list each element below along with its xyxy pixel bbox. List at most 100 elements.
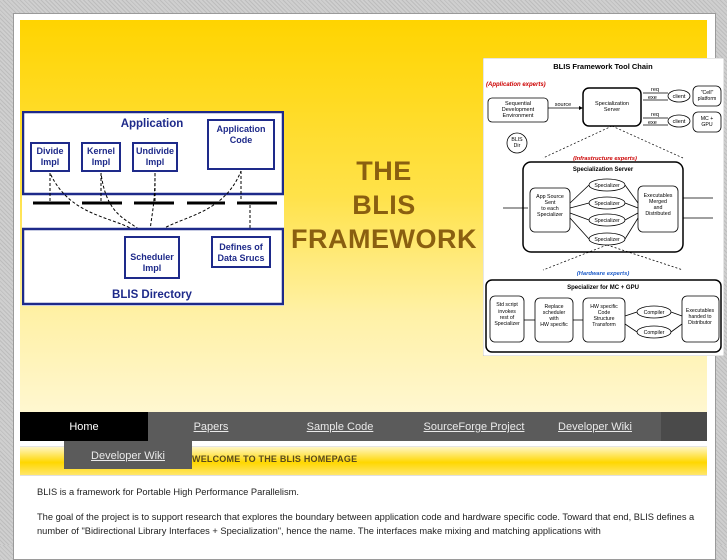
cell-line2: platform: [698, 96, 717, 102]
hw-specific-line3: Structure: [593, 316, 614, 322]
main-content: BLIS is a framework for Portable High Pe…: [37, 485, 697, 549]
std-script-line3: rest of: [500, 315, 515, 321]
blis-dir-line2: Dir: [514, 143, 521, 149]
divide-impl-line1: Divide: [36, 146, 63, 156]
seq-env-line1: Sequential: [505, 101, 531, 107]
divide-impl-line2: Impl: [41, 157, 60, 167]
goal-paragraph: The goal of the project is to support re…: [37, 512, 695, 536]
exec-handed-line1: Executables: [686, 308, 715, 314]
exe2-label: exe: [648, 120, 657, 126]
compiler-1: Compiler: [644, 310, 665, 316]
banner-title-line-1: THE: [356, 156, 412, 186]
std-script-line4: Specializer: [494, 321, 520, 327]
seq-env-line2: Development: [502, 107, 535, 113]
client1-label: client: [673, 94, 686, 100]
req2-label: req: [651, 112, 659, 118]
std-script-line2: invokes: [498, 309, 516, 315]
replace-line4: HW specific: [540, 322, 568, 328]
app-experts-label: (Application experts): [486, 82, 546, 88]
nav-developer-wiki[interactable]: Developer Wiki: [558, 421, 632, 433]
mcgpu-platform-label: MC +GPU: [701, 116, 714, 128]
hw-specific-line1: HW specific: [590, 304, 618, 310]
intro-paragraph: BLIS is a framework for Portable High Pe…: [37, 487, 299, 497]
nav-sample-code[interactable]: Sample Code: [306, 421, 374, 433]
defines-line1: Defines of: [219, 242, 264, 252]
client2-label: client: [673, 119, 686, 125]
app-code-line1: Application: [217, 124, 266, 134]
app-source-line1: App Source: [536, 194, 564, 200]
defines-line2: Data Srucs: [217, 253, 264, 263]
executables-line1: Executables: [644, 193, 673, 199]
compiler-2: Compiler: [644, 330, 665, 336]
nav-home[interactable]: Home: [20, 412, 148, 441]
blis-directory-title: BLIS Directory: [112, 289, 192, 301]
std-script-line1: Std script: [496, 302, 518, 308]
banner-title-line-3: FRAMEWORK: [291, 224, 477, 254]
nav-papers[interactable]: Papers: [193, 421, 229, 433]
source-label: source: [555, 102, 572, 108]
spec-server-big-label: Specialization Server: [573, 167, 634, 173]
blis-dir-line1: BLIS: [511, 137, 523, 143]
cell-platform-label: "Cell"platform: [698, 90, 717, 102]
app-source-line4: Specializer: [537, 212, 563, 218]
executables-line2: Merged: [649, 199, 667, 205]
seq-env-line3: Environment: [503, 113, 534, 119]
mcgpu-line1: MC +: [701, 116, 714, 122]
hw-specific-line2: Code: [598, 310, 611, 316]
exec-handed-line2: handed to: [688, 314, 711, 320]
hw-specific-line4: Transform: [592, 322, 615, 328]
app-source-line3: to each: [541, 206, 558, 212]
banner-title-line-2: BLIS: [352, 190, 416, 220]
cell-line1: "Cell": [701, 90, 714, 96]
banner-title: THE BLIS FRAMEWORK: [288, 154, 480, 256]
req1-label: req: [651, 87, 659, 93]
mcgpu-line2: GPU: [701, 122, 712, 128]
spec-server-line1: Specialization: [595, 101, 629, 107]
replace-line3: with: [549, 316, 558, 322]
hw-experts-label: (Hardware experts): [577, 271, 630, 277]
specializer-4: Specializer: [594, 237, 620, 243]
specializer-3: Specializer: [594, 218, 620, 224]
specializer-1: Specializer: [594, 183, 620, 189]
exec-handed-line3: Distributor: [688, 320, 712, 326]
undivide-impl-line2: Impl: [146, 157, 165, 167]
kernel-impl-line2: Impl: [92, 157, 111, 167]
app-code-line2: Code: [230, 135, 253, 145]
dropdown-developer-wiki[interactable]: Developer Wiki: [64, 441, 192, 469]
nav-sourceforge[interactable]: SourceForge Project: [423, 421, 525, 433]
scheduler-line2: Impl: [143, 263, 162, 273]
kernel-impl-line1: Kernel: [87, 146, 115, 156]
infra-experts-label: (Infrastructure experts): [573, 156, 637, 162]
executables-line4: Distributed: [645, 211, 670, 217]
toolchain-title: BLIS Framework Tool Chain: [553, 62, 653, 71]
exe1-label: exe: [648, 95, 657, 101]
scheduler-line1: Scheduler: [130, 252, 174, 262]
tool-chain-diagram: BLIS Framework Tool Chain (Application e…: [483, 58, 724, 356]
executables-line3: and: [654, 205, 663, 211]
app-source-line2: Sent: [545, 200, 556, 206]
undivide-impl-line1: Undivide: [136, 146, 174, 156]
app-box-title: Application: [121, 118, 184, 130]
main-nav: Home Papers Sample Code SourceForge Proj…: [20, 412, 707, 441]
spec-mc-label: Specializer for MC + GPU: [567, 285, 639, 291]
spec-server-line2: Server: [604, 107, 620, 113]
nav-end-cap: [661, 412, 707, 441]
specializer-2: Specializer: [594, 201, 620, 207]
welcome-heading: WELCOME TO THE BLIS HOMEPAGE: [192, 454, 358, 464]
